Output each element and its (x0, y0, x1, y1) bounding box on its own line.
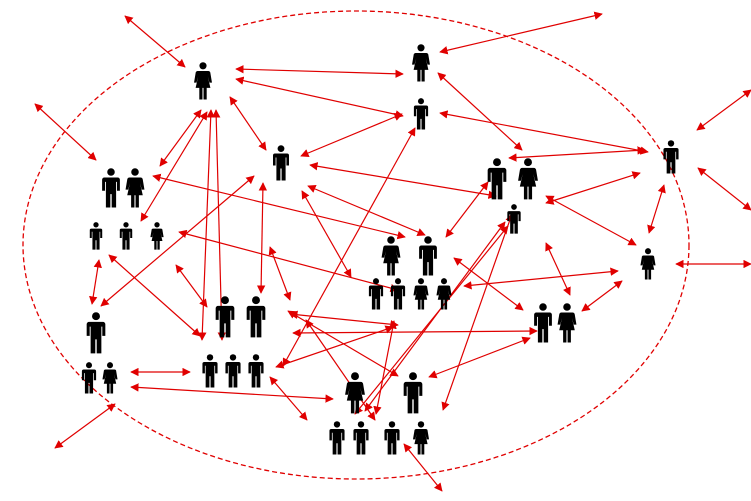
man-icon (225, 354, 241, 388)
man-icon (534, 303, 552, 343)
connection-arrow (301, 190, 352, 278)
connection-arrow (581, 280, 623, 312)
man-icon (419, 236, 437, 276)
man-icon (248, 354, 264, 388)
woman-icon (381, 236, 401, 276)
woman-icon (412, 421, 430, 455)
connection-arrow (178, 229, 399, 293)
man-icon (215, 296, 235, 338)
connection-arrow (159, 109, 202, 167)
connection-arrow (508, 146, 646, 162)
man-icon (202, 354, 218, 388)
woman-icon (413, 278, 429, 310)
man-icon (384, 421, 400, 455)
man-icon (403, 372, 423, 414)
connection-arrow (300, 113, 403, 157)
man-icon (413, 98, 429, 130)
community-boundary (22, 10, 690, 480)
woman-icon (412, 44, 430, 82)
woman-icon (640, 248, 656, 280)
connection-arrow (152, 173, 406, 240)
connection-arrow (696, 89, 751, 131)
connection-arrow (108, 254, 201, 337)
connection-arrow (268, 246, 292, 301)
woman-icon (150, 222, 164, 250)
man-icon (246, 296, 266, 338)
connection-arrow (292, 326, 538, 338)
connection-arrow (54, 403, 116, 449)
connection-arrow (697, 167, 751, 211)
man-icon (487, 158, 507, 200)
connection-arrow (140, 111, 208, 222)
connection-arrow (130, 383, 334, 403)
connection-arrow (439, 11, 603, 55)
woman-icon (518, 158, 538, 200)
connection-arrow (287, 310, 399, 377)
man-icon (353, 421, 369, 455)
connection-arrow (235, 76, 404, 119)
connection-arrow (439, 110, 649, 155)
connection-arrow (211, 109, 227, 341)
man-icon (102, 168, 120, 208)
woman-icon (125, 168, 145, 208)
woman-icon (345, 372, 365, 414)
connection-arrow (256, 182, 268, 294)
connection-arrow (545, 195, 637, 246)
woman-icon (194, 62, 212, 100)
connection-arrow (269, 376, 308, 421)
connection-arrow (175, 264, 208, 308)
connection-arrow (34, 103, 97, 161)
man-icon (86, 312, 106, 354)
connection-arrow (463, 267, 619, 290)
connection-arrow (441, 213, 514, 411)
connection-arrow (309, 162, 497, 199)
connection-arrow (428, 336, 531, 379)
man-icon (507, 204, 521, 234)
connection-arrow (545, 242, 571, 296)
connection-arrow (437, 72, 523, 151)
connection-arrow (373, 320, 397, 415)
man-icon (89, 222, 103, 250)
man-icon (273, 145, 289, 181)
connection-arrow (229, 96, 267, 151)
woman-icon (557, 303, 577, 343)
connection-arrow (445, 181, 489, 238)
connection-arrow (647, 184, 666, 234)
connection-arrow (545, 171, 641, 205)
connection-arrow (305, 319, 376, 421)
connection-arrow (403, 443, 443, 492)
man-icon (329, 421, 345, 455)
woman-icon (102, 362, 118, 394)
man-icon (119, 222, 133, 250)
man-icon (390, 278, 406, 310)
connection-arrow (89, 259, 102, 305)
connection-arrow (124, 15, 186, 68)
connection-arrow (235, 65, 404, 78)
connections (34, 11, 751, 492)
